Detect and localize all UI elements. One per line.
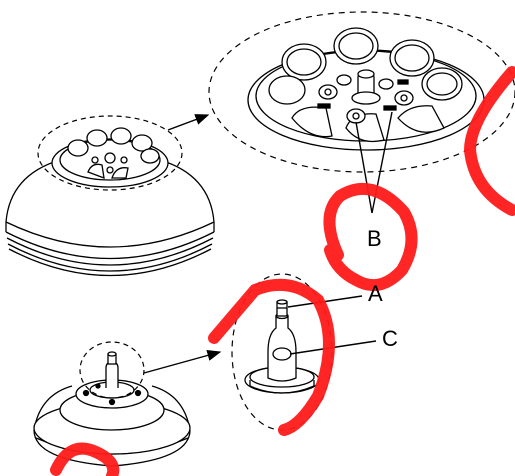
zoom-outline-bottom-small — [79, 341, 145, 399]
zoom-arrow-bottom — [143, 349, 222, 374]
watermark-doc — [50, 66, 515, 476]
spindle-enlarged — [244, 299, 320, 394]
centrifuge-bowl-top — [5, 127, 215, 277]
callout-label-b: B — [367, 226, 382, 251]
zoom-outline-top-small — [37, 115, 183, 191]
callout-label-c: C — [382, 326, 398, 351]
centrifuge-bowl-bottom — [33, 351, 191, 467]
zoom-outline-top-large — [208, 11, 515, 173]
zoom-arrow-top — [167, 114, 210, 131]
callout-label-a: A — [368, 281, 383, 306]
rotor-enlarged — [247, 27, 485, 151]
